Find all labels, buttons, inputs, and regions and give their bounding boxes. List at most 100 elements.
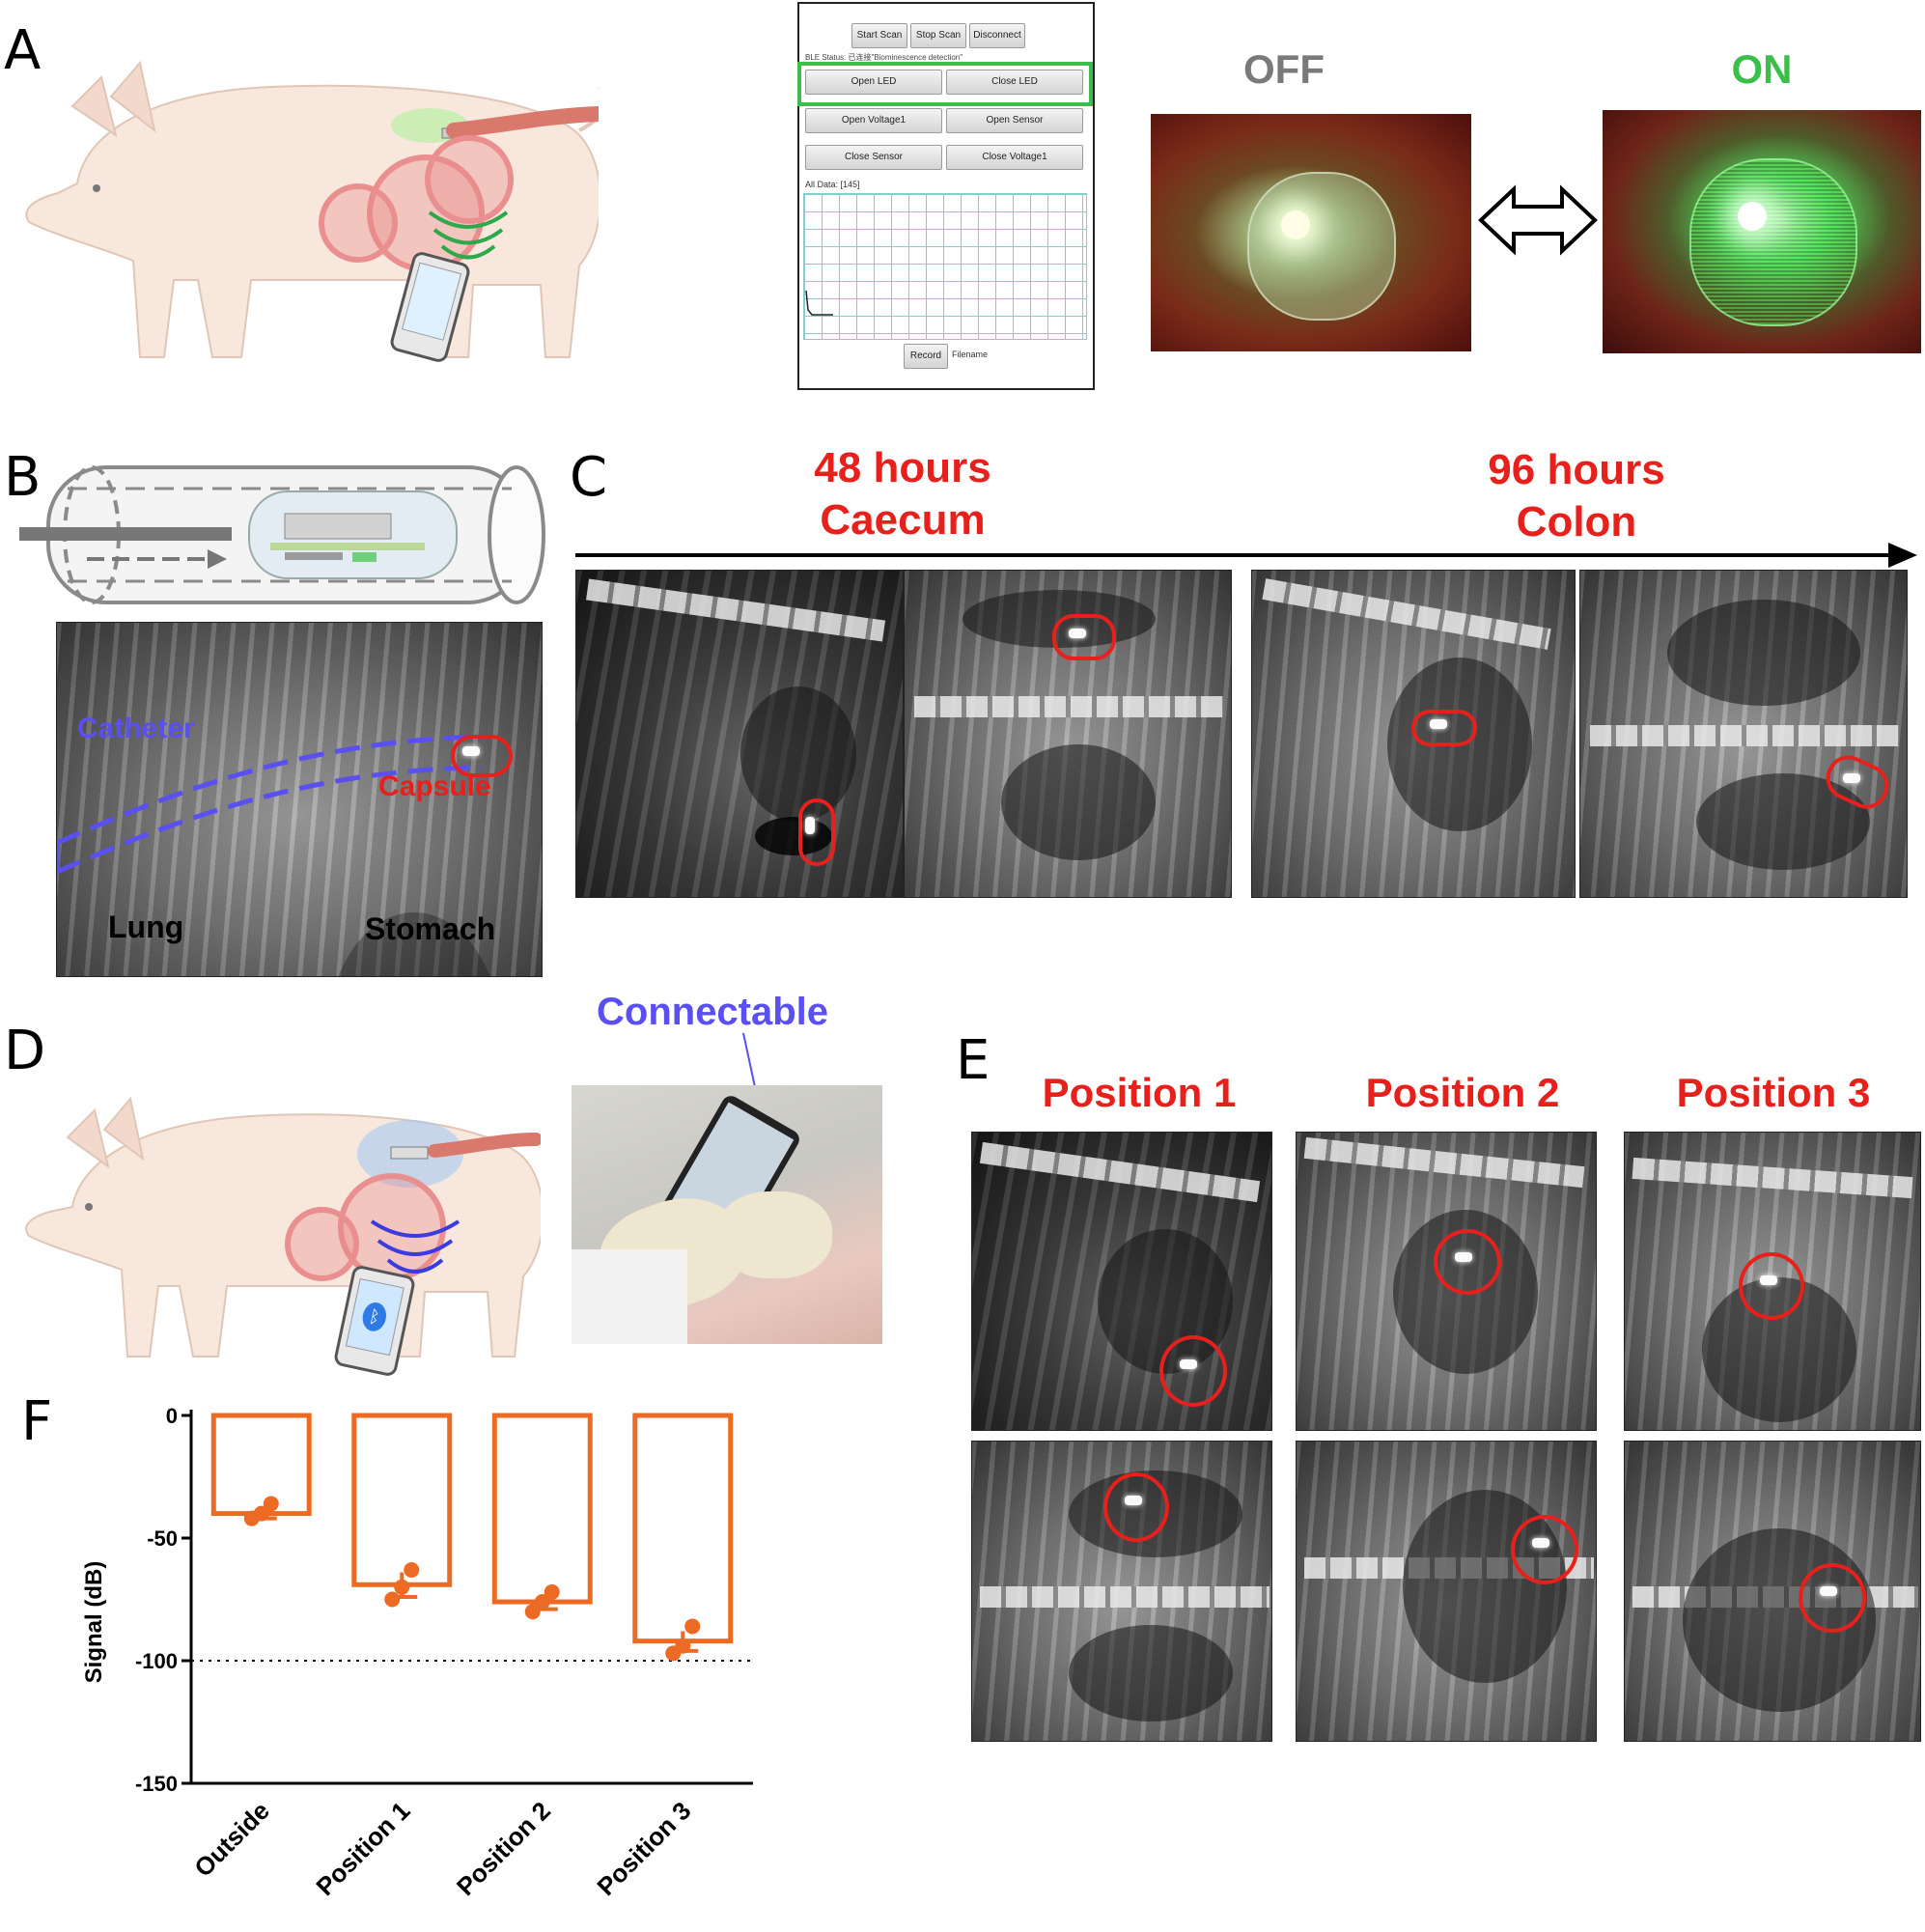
y-axis-label: Signal (dB) bbox=[81, 1561, 107, 1684]
y-tick-label: -150 bbox=[135, 1772, 178, 1796]
capsule-icon bbox=[462, 746, 480, 756]
catheter-outline bbox=[57, 734, 483, 875]
capsule-icon bbox=[1180, 1359, 1197, 1369]
capsule-marker bbox=[1052, 614, 1116, 660]
off-label: OFF bbox=[1243, 46, 1325, 92]
bar-3 bbox=[632, 1413, 734, 1644]
pig-illustration-d: ᛒ bbox=[19, 1062, 544, 1378]
capsule-marker bbox=[1511, 1515, 1578, 1584]
time-label-96h: 96 hours Colon bbox=[1408, 444, 1745, 548]
xray-position-1-lateral bbox=[971, 1132, 1272, 1431]
xray-position-3-ventral bbox=[1624, 1441, 1921, 1742]
data-point bbox=[263, 1496, 279, 1512]
record-button[interactable]: Record bbox=[904, 344, 948, 369]
xray-position-2-lateral bbox=[1296, 1132, 1597, 1431]
data-point bbox=[384, 1591, 401, 1608]
bar-1 bbox=[351, 1413, 453, 1587]
pig-silhouette-icon bbox=[25, 60, 609, 358]
bluetooth-icon: ᛒ bbox=[359, 1300, 389, 1334]
xray-48h-lateral bbox=[575, 570, 904, 898]
capsule-marker bbox=[451, 735, 513, 777]
xray-96h-lateral bbox=[1251, 570, 1576, 898]
double-arrow-icon bbox=[1478, 184, 1598, 256]
lung-label: Lung bbox=[108, 910, 184, 944]
position-1-label: Position 1 bbox=[1042, 1070, 1237, 1115]
stop-scan-button[interactable]: Stop Scan bbox=[910, 23, 966, 48]
app-screenshot: Start Scan Stop Scan Disconnect BLE Stat… bbox=[797, 2, 1095, 390]
capsule-marker bbox=[798, 798, 835, 866]
capsule-off-photo bbox=[1151, 114, 1471, 351]
xray-catheter bbox=[56, 622, 543, 977]
timeline-arrow bbox=[575, 543, 1917, 568]
time-label-48h: 48 hours Caecum bbox=[734, 442, 1072, 546]
xray-position-3-lateral bbox=[1624, 1132, 1921, 1431]
capsule-icon bbox=[1820, 1586, 1837, 1596]
y-tick-label: -100 bbox=[135, 1649, 178, 1673]
intestine-coil-icon bbox=[319, 183, 398, 263]
wireless-waves-icon bbox=[428, 210, 509, 260]
ble-status-text: BLE Status: 已连接"Biominescence detection" bbox=[805, 53, 963, 62]
data-trace bbox=[805, 290, 833, 316]
xray-position-1-ventral bbox=[971, 1441, 1272, 1742]
wireless-waves-icon bbox=[370, 1219, 460, 1274]
panel-label-e: E bbox=[956, 1029, 990, 1092]
y-tick-label: 0 bbox=[166, 1404, 178, 1428]
position-3-label: Position 3 bbox=[1676, 1070, 1871, 1115]
data-point bbox=[404, 1562, 420, 1579]
x-tick-label: Position 2 bbox=[451, 1796, 556, 1901]
catheter-label: Catheter bbox=[77, 713, 195, 744]
capsule-on-photo bbox=[1603, 110, 1921, 353]
region-caecum-text: Caecum bbox=[820, 496, 986, 544]
data-point bbox=[534, 1594, 550, 1610]
panel-label-a: A bbox=[4, 19, 42, 82]
close-sensor-button[interactable]: Close Sensor bbox=[805, 145, 942, 170]
xray-position-2-ventral bbox=[1296, 1441, 1597, 1742]
y-tick-label: -50 bbox=[147, 1526, 178, 1551]
position-2-label: Position 2 bbox=[1365, 1070, 1560, 1115]
time-48h-text: 48 hours bbox=[814, 444, 991, 491]
close-led-button[interactable]: Close LED bbox=[946, 70, 1083, 95]
data-point bbox=[253, 1505, 269, 1522]
data-point bbox=[394, 1579, 410, 1595]
xray-96h-ventral bbox=[1579, 570, 1908, 898]
data-point bbox=[524, 1604, 541, 1620]
capsule-icon bbox=[1760, 1275, 1777, 1285]
panel-label-f: F bbox=[21, 1390, 53, 1453]
panel-label-c: C bbox=[570, 446, 608, 509]
bar-0 bbox=[210, 1413, 312, 1517]
capsule-icon bbox=[1125, 1496, 1142, 1505]
bar-2 bbox=[491, 1413, 593, 1605]
connectable-label: Connectable bbox=[597, 991, 829, 1033]
capsule-marker bbox=[1159, 1335, 1227, 1407]
capsule-marker bbox=[1799, 1563, 1866, 1633]
x-tick-label: Position 1 bbox=[310, 1796, 415, 1901]
capsule-icon bbox=[805, 817, 815, 834]
capsule-label: Capsule bbox=[378, 770, 491, 802]
all-data-text: All Data: [145] bbox=[805, 180, 860, 189]
capsule-marker bbox=[1739, 1252, 1804, 1320]
stomach-icon bbox=[425, 135, 514, 224]
panel-label-d: D bbox=[4, 1020, 46, 1082]
phone-connection-photo bbox=[572, 1085, 882, 1344]
data-point bbox=[544, 1583, 560, 1600]
filename-field[interactable]: Filename bbox=[952, 350, 989, 359]
open-led-button[interactable]: Open LED bbox=[805, 70, 942, 95]
pig-silhouette-icon bbox=[25, 1096, 544, 1358]
disconnect-button[interactable]: Disconnect bbox=[969, 23, 1025, 48]
led-highlight-box bbox=[797, 62, 1093, 106]
capsule-icon bbox=[1532, 1538, 1549, 1548]
intestine-coil-icon bbox=[285, 1207, 359, 1281]
x-tick-label: Position 3 bbox=[591, 1796, 696, 1901]
close-voltage1-button[interactable]: Close Voltage1 bbox=[946, 145, 1083, 170]
xray-48h-ventral bbox=[904, 570, 1232, 898]
data-plot-grid bbox=[803, 193, 1087, 340]
open-sensor-button[interactable]: Open Sensor bbox=[946, 108, 1083, 133]
start-scan-button[interactable]: Start Scan bbox=[851, 23, 907, 48]
capsule-icon bbox=[1455, 1252, 1472, 1262]
capsule-marker bbox=[1411, 710, 1477, 746]
capsule-marker bbox=[1434, 1229, 1501, 1295]
capsule-icon bbox=[1430, 719, 1447, 729]
open-voltage1-button[interactable]: Open Voltage1 bbox=[805, 108, 942, 133]
pig-illustration-a bbox=[19, 39, 609, 367]
